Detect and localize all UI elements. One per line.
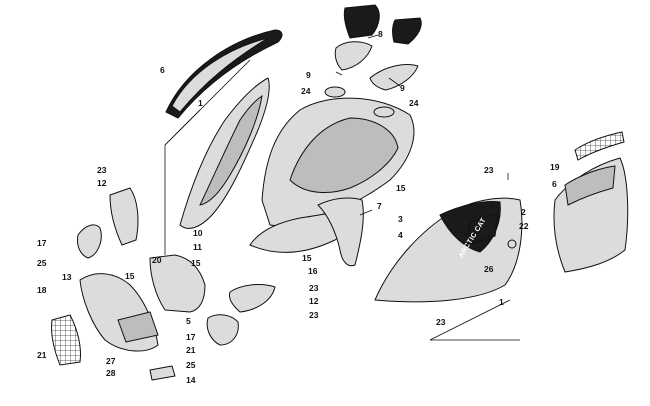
- callout-12-mid: 12: [309, 296, 319, 306]
- part-22-fastener: [507, 239, 517, 249]
- callout-15-d: 15: [125, 271, 135, 281]
- callout-14: 14: [186, 375, 196, 385]
- part-6-right-side-panel: [553, 157, 629, 273]
- callout-4: 4: [398, 230, 403, 240]
- callout-7: 7: [377, 201, 382, 211]
- part-1-left-side-panel: [179, 77, 270, 229]
- part-9-gauge-housings: [334, 41, 419, 91]
- callout-12-left: 12: [97, 178, 107, 188]
- callout-3: 3: [398, 214, 403, 224]
- part-8-gauge-bezel-left: [343, 4, 422, 45]
- callout-23-mid: 23: [309, 283, 319, 293]
- callout-6-right: 6: [552, 179, 557, 189]
- callout-6-left: 6: [160, 65, 165, 75]
- leader-lines: [164, 34, 520, 341]
- callout-25-left: 25: [37, 258, 47, 268]
- callout-11: 11: [193, 242, 202, 252]
- part-6-upper-trim: [165, 29, 283, 119]
- callout-21-left: 21: [37, 350, 47, 360]
- callout-23-right-top: 23: [484, 165, 494, 175]
- part-7-main-hood-console: [249, 97, 415, 267]
- callout-19: 19: [550, 162, 560, 172]
- callout-27: 27: [106, 356, 116, 366]
- part-12-left-bracket: [109, 187, 139, 246]
- part-14-footrest-plate: [149, 365, 176, 381]
- callout-23-right-bottom: 23: [436, 317, 446, 327]
- callout-2: 2: [521, 207, 526, 217]
- callout-15-b: 15: [302, 253, 312, 263]
- callout-10: 10: [193, 228, 203, 238]
- part-2-3-4-right-side-panel: ARCTIC CAT: [374, 197, 523, 303]
- part-5-lower-trim: [206, 284, 276, 346]
- callout-9-right: 9: [400, 83, 405, 93]
- callout-24-left: 24: [301, 86, 311, 96]
- callout-18: 18: [37, 285, 47, 295]
- part-24-gauge-mounts: [324, 86, 395, 118]
- part-19-vent-grill: [574, 131, 625, 161]
- callout-24-right: 24: [409, 98, 419, 108]
- callout-15-a: 15: [191, 258, 201, 268]
- callout-1-right: 1: [499, 297, 504, 307]
- part-18-intake-grill: [51, 314, 81, 366]
- callout-8: 8: [378, 29, 383, 39]
- callout-21-right: 21: [186, 345, 196, 355]
- callout-9-left: 9: [306, 70, 311, 80]
- callout-15-c: 15: [396, 183, 406, 193]
- callout-17-mid: 17: [186, 332, 196, 342]
- callout-17-left: 17: [37, 238, 47, 248]
- callout-22: 22: [519, 221, 529, 231]
- part-17-left-cover: [77, 224, 102, 259]
- part-13-lower-left-panel: [79, 273, 159, 352]
- callout-23-lower: 23: [309, 310, 319, 320]
- callout-13: 13: [62, 272, 72, 282]
- callout-16: 16: [308, 266, 318, 276]
- part-20-side-shield: [149, 254, 206, 313]
- callout-5: 5: [186, 316, 191, 326]
- callout-25-mid: 25: [186, 360, 196, 370]
- callout-26: 26: [484, 264, 494, 274]
- callout-23-left: 23: [97, 165, 107, 175]
- callout-1-left: 1: [198, 98, 203, 108]
- callout-20: 20: [152, 255, 162, 265]
- callout-28: 28: [106, 368, 116, 378]
